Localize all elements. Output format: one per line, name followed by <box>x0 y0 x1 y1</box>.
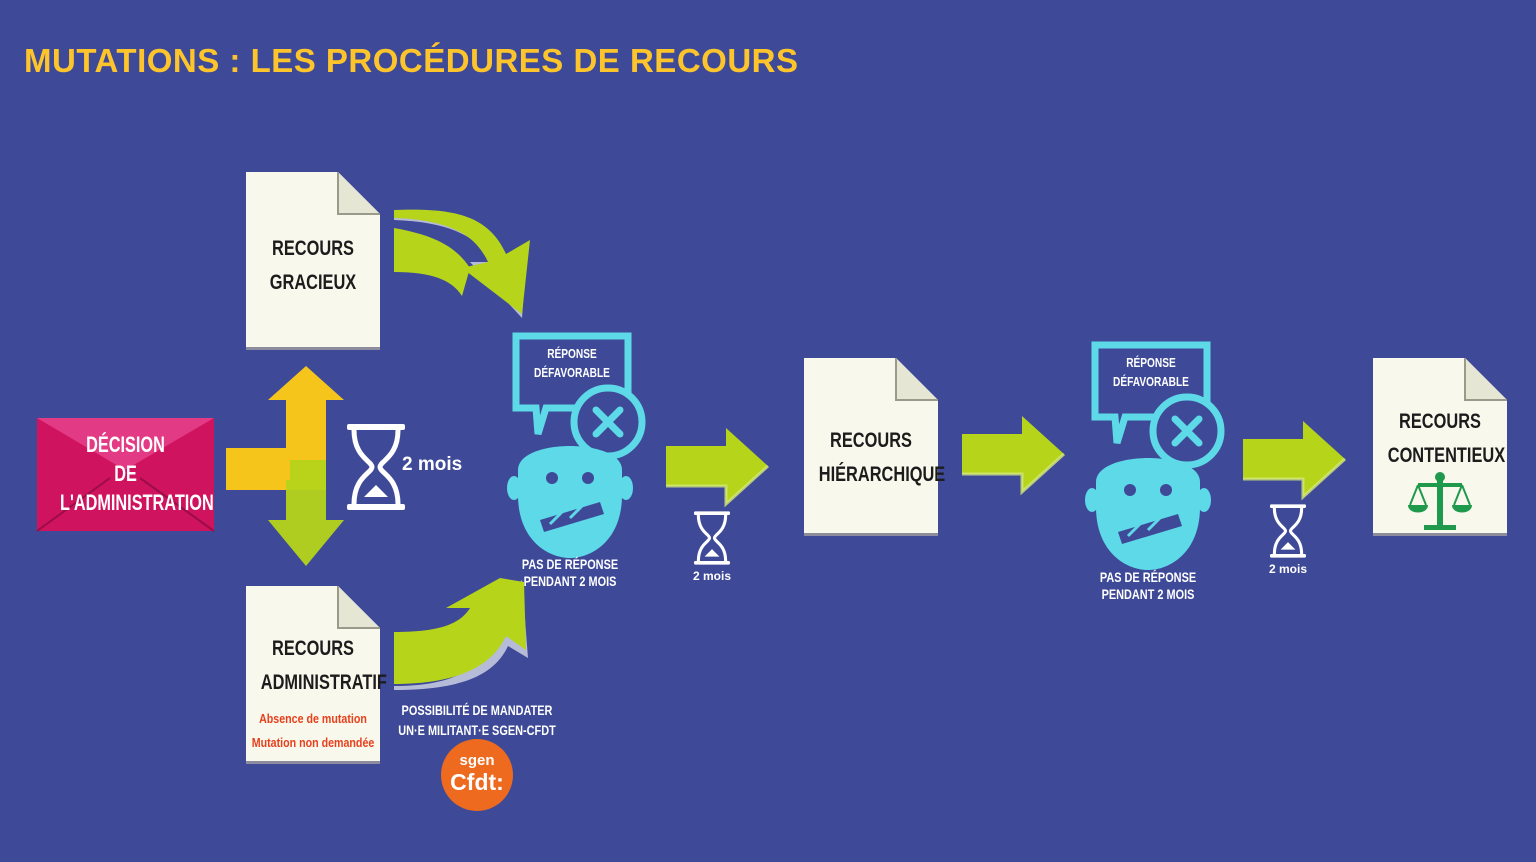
hourglass-icon <box>347 424 405 510</box>
arrow-icon <box>664 426 770 506</box>
curved-arrow-top <box>394 209 530 318</box>
recours-gracieux: RECOURS GRACIEUX <box>269 237 357 294</box>
gagged-face-icon <box>505 444 635 560</box>
decision-label: DÉCISION DE L'ADMINISTRATION <box>60 432 214 515</box>
recours-hierarchique: RECOURS HIÉRARCHIQUE <box>818 429 946 486</box>
recours-administratif-notes: Absence de mutation Mutation non demandé… <box>251 711 375 750</box>
no-reply-label-1: PAS DE RÉPONSE PENDANT 2 MOIS <box>521 556 619 589</box>
arrow-icon <box>1241 419 1347 499</box>
no-reply-label-2: PAS DE RÉPONSE PENDANT 2 MOIS <box>1099 569 1197 602</box>
logo-sgen: sgen <box>459 752 495 769</box>
envelope-icon <box>36 418 215 532</box>
delay-2: 2 mois <box>1268 562 1307 576</box>
delay-1: 2 mois <box>692 569 731 583</box>
curved-arrow-bottom <box>394 578 528 690</box>
recours-administratif: RECOURS ADMINISTRATIF <box>260 637 387 694</box>
mandate-note: POSSIBILITÉ DE MANDATER UN·E MILITANT·E … <box>398 702 556 738</box>
scales-icon <box>1408 472 1472 530</box>
sgen-cfdt-logo <box>441 739 513 811</box>
gagged-face-icon <box>1083 456 1213 572</box>
logo-cfdt: Cfdt: <box>450 769 504 795</box>
bubble-label-2: RÉPONSE DÉFAVORABLE <box>1113 355 1189 389</box>
hourglass-icon <box>692 509 732 567</box>
arrow-icon <box>960 414 1066 494</box>
recours-contentieux: RECOURS CONTENTIEUX <box>1387 410 1506 467</box>
hourglass-icon <box>1268 502 1308 560</box>
page-title: MUTATIONS : LES PROCÉDURES DE RECOURS <box>24 42 799 79</box>
delay-main: 2 mois <box>402 454 463 475</box>
bubble-label-1: RÉPONSE DÉFAVORABLE <box>534 346 610 380</box>
split-arrow-icon <box>226 366 344 566</box>
